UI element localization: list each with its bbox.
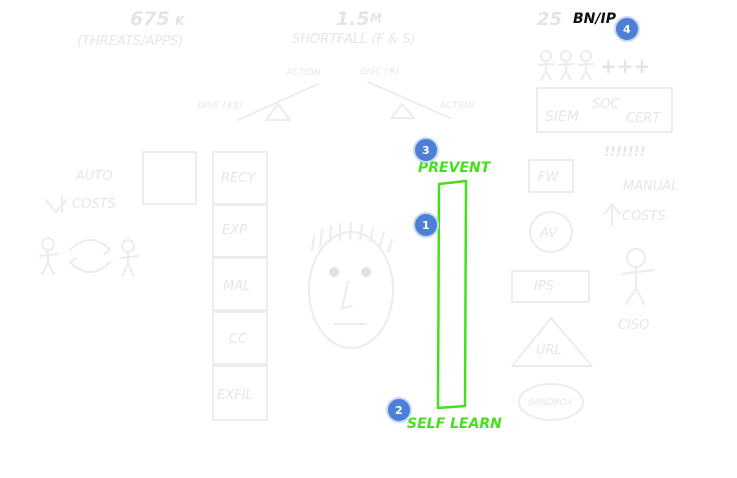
url-triangle (511, 317, 593, 367)
url-label: URL (536, 343, 562, 358)
stack-item-mal: MAL (223, 279, 250, 294)
team-figures-icon (538, 50, 594, 81)
self-learn-label: SELF LEARN (407, 416, 502, 432)
stack-item-exfil: EXFIL (217, 388, 253, 403)
badge-3[interactable]: 3 (413, 137, 439, 163)
fw-box (528, 159, 574, 193)
threats-value: 675 (130, 8, 170, 30)
plus-signs: +++ (600, 54, 650, 78)
threats-unit: K (175, 14, 186, 28)
ips-box (511, 270, 590, 303)
stack-item-recy: RECY (221, 171, 256, 186)
stick-figure-icon (119, 239, 139, 277)
svg-text:2: 2 (395, 404, 403, 417)
svg-text:3: 3 (422, 144, 430, 157)
empty-box (142, 151, 197, 205)
badge-2[interactable]: 2 (386, 397, 412, 423)
bn-label: BN/IP (573, 11, 617, 27)
scale-right (367, 81, 451, 119)
shortfall-heading: 1.5 M SHORTFALL (F & S) (292, 8, 416, 47)
auto-costs-label: COSTS (72, 197, 116, 212)
sandbox-label: SANDBOX (528, 398, 574, 408)
av-circle (529, 211, 573, 253)
cert-label: CERT (626, 111, 661, 126)
auto-label: AUTO (75, 169, 113, 184)
stick-figure-icon (39, 237, 59, 275)
siem-label: SIEM (545, 109, 579, 125)
scale-action-right: ACTION (439, 101, 475, 111)
sandbox-ellipse (518, 383, 584, 421)
down-arrow-icon (45, 195, 67, 213)
shortfall-label: SHORTFALL (F & S) (292, 32, 416, 47)
threats-label: (THREATS/APPS) (77, 34, 183, 49)
bn-heading: 25 BN/IP (537, 9, 617, 30)
exclamation-marks: !!!!!!! (604, 145, 646, 160)
prevent-to-learn-bar (436, 179, 468, 410)
badge-4[interactable]: 4 (614, 16, 640, 42)
ciso-figure-icon (621, 248, 655, 305)
svg-text:1: 1 (422, 219, 430, 232)
scale-action-left: ACTION (285, 68, 321, 78)
scale-disc-left: DISC (#$) (198, 101, 243, 111)
shortfall-value: 1.5 (336, 8, 370, 30)
badge-1[interactable]: 1 (413, 212, 439, 238)
ips-label: IPS (534, 279, 554, 294)
shortfall-unit: M (370, 11, 382, 25)
manual-costs-label: COSTS (622, 209, 666, 224)
siem-soc-box (536, 87, 673, 133)
kill-chain-stack: RECY EXP MAL CC EXFIL (212, 151, 268, 421)
up-arrow-icon (603, 203, 621, 227)
threats-heading: 675 K (THREATS/APPS) (77, 8, 186, 49)
prevent-label: PREVENT (418, 160, 492, 176)
stack-item-cc: CC (229, 332, 248, 347)
scale-disc-top: DISC (#) (360, 67, 399, 77)
manual-label: MANUAL (623, 179, 679, 194)
svg-text:4: 4 (623, 23, 631, 36)
ciso-label: CISO (618, 318, 649, 333)
soc-label: SOC (592, 97, 620, 112)
stack-item-exp: EXP (222, 223, 247, 238)
cycle-arrows-icon (69, 239, 111, 273)
bn-value: 25 (537, 9, 562, 30)
face-drawing (308, 222, 394, 349)
fw-label: FW (538, 170, 559, 185)
av-label: AV (539, 226, 558, 241)
scale-left (237, 83, 319, 121)
